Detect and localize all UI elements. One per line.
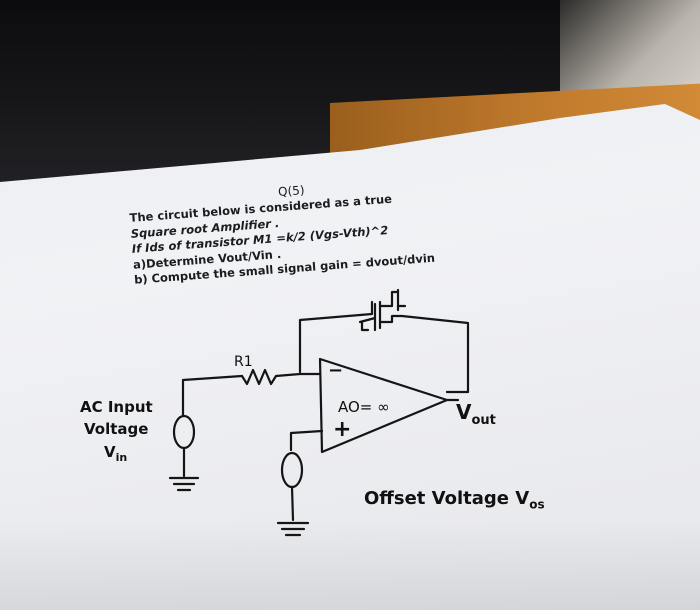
- offset-source-circle: [280, 451, 304, 489]
- offset-voltage-label: Offset Voltage Vos: [364, 488, 545, 512]
- vout-label: Vout: [456, 400, 496, 428]
- offset-sub: os: [529, 497, 545, 512]
- ac-source-circle: [172, 414, 196, 450]
- opamp-plus-sign: +: [333, 417, 352, 442]
- opamp-triangle: [318, 357, 449, 454]
- opamp-minus-sign: −: [328, 360, 344, 381]
- feedback-wire-right: [400, 314, 470, 394]
- ground-1: [168, 476, 200, 492]
- ground-2: [276, 521, 310, 537]
- vout-sub: out: [471, 413, 496, 428]
- offset-source-bottom: [290, 485, 295, 522]
- vin-main: V: [104, 443, 116, 461]
- transistor-m1: [358, 288, 407, 332]
- vin-label: Vin: [104, 443, 127, 464]
- vout-main: V: [456, 400, 472, 424]
- floor-corner: [560, 0, 700, 100]
- opamp-gain-label: AO= ∞: [338, 398, 390, 416]
- resistor-label: R1: [234, 354, 253, 370]
- input-label-line1: AC Input: [80, 398, 153, 416]
- resistor-r1: [240, 368, 302, 386]
- feedback-wire-left: [298, 313, 362, 374]
- noninverting-input-wire: [289, 429, 324, 452]
- vin-sub: in: [115, 451, 128, 464]
- input-wire: [181, 374, 244, 412]
- input-label-line2: Voltage: [84, 420, 149, 438]
- bottom-shadow: [0, 520, 700, 610]
- offset-main: Offset Voltage V: [364, 488, 530, 509]
